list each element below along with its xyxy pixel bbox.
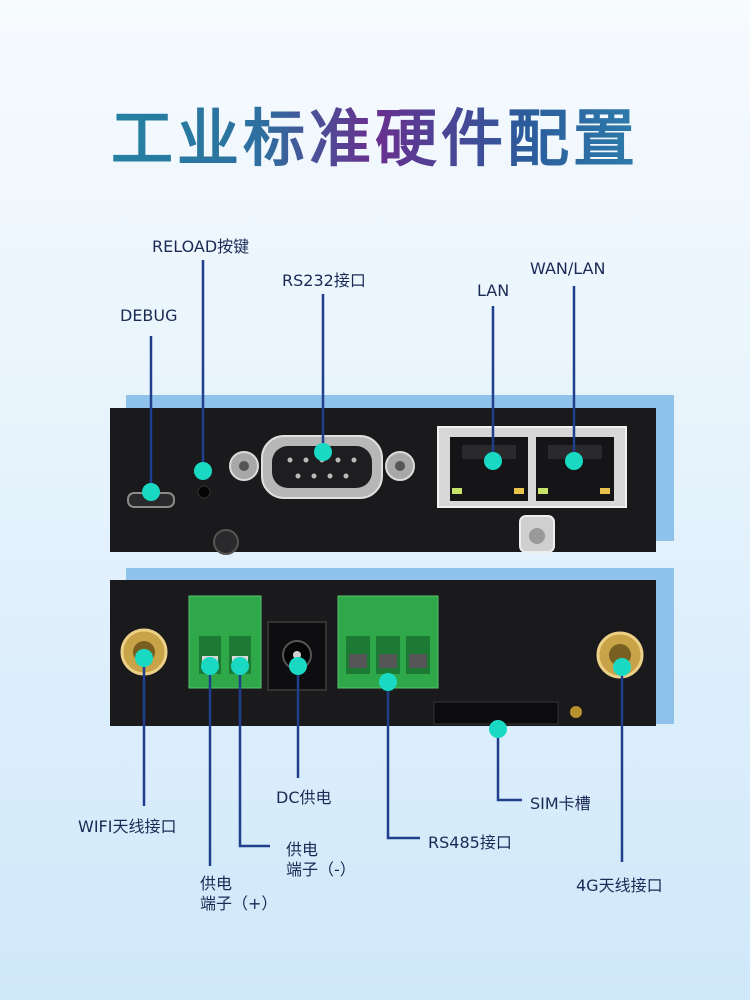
label-lan: LAN: [477, 281, 510, 300]
label-power-pos-1: 供电: [200, 874, 233, 893]
marker-debug: [142, 483, 160, 501]
marker-wifi: [135, 649, 153, 667]
label-debug: DEBUG: [120, 306, 178, 325]
marker-4g: [613, 658, 631, 676]
marker-rs232: [314, 443, 332, 461]
label-power-neg-2: 端子（-）: [286, 860, 356, 879]
page-title: 工业标准硬件配置: [0, 88, 750, 178]
sim-eject: [570, 706, 582, 718]
label-reload: RELOAD按键: [152, 237, 250, 256]
label-wan-lan: WAN/LAN: [530, 259, 606, 278]
label-rs232: RS232接口: [282, 271, 366, 290]
marker-rs485: [379, 673, 397, 691]
label-4g-antenna: 4G天线接口: [576, 876, 663, 895]
panel-screw-left: [213, 529, 239, 555]
label-wifi-antenna: WIFI天线接口: [78, 817, 177, 836]
marker-wan-lan: [565, 452, 583, 470]
label-sim-slot: SIM卡槽: [530, 794, 591, 813]
marker-power-neg: [231, 657, 249, 675]
marker-lan: [484, 452, 502, 470]
label-dc-power: DC供电: [276, 788, 332, 807]
marker-reload: [194, 462, 212, 480]
reload-button: [197, 485, 211, 499]
marker-power-pos: [201, 657, 219, 675]
marker-dc: [289, 657, 307, 675]
marker-sim: [489, 720, 507, 738]
label-power-neg-1: 供电: [286, 840, 319, 859]
label-rs485: RS485接口: [428, 833, 512, 852]
label-power-pos-2: 端子（+）: [200, 894, 278, 913]
